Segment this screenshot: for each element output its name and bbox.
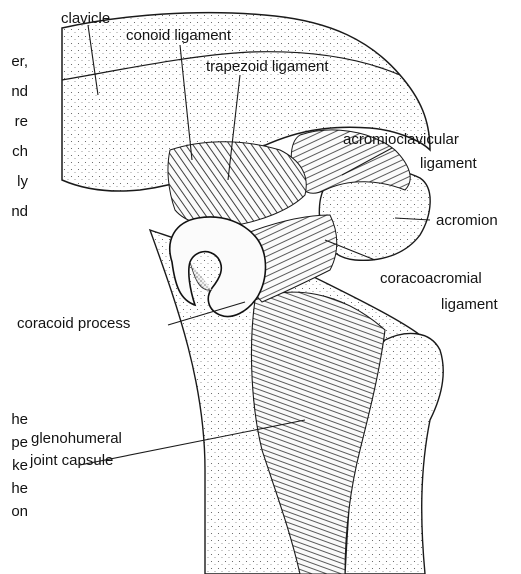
conoid-trapezoid-ligaments — [168, 142, 306, 227]
left-text-fragment-bottom: he pe ke he on — [0, 410, 28, 521]
label-clavicle: clavicle — [61, 10, 110, 27]
label-acromioclavicular-ligament: ligament — [420, 155, 477, 172]
left-text-fragment-top: er, nd re ch ly nd — [0, 52, 28, 221]
label-acromion: acromion — [436, 212, 498, 229]
label-coracoacromial: coracoacromial — [380, 270, 482, 287]
label-acromioclavicular: acromioclavicular — [343, 131, 459, 148]
label-glenohumeral: glenohumeral — [31, 430, 122, 447]
label-coracoid-process: coracoid process — [17, 315, 130, 332]
label-trapezoid-ligament: trapezoid ligament — [206, 58, 329, 75]
label-glenohumeral-joint-capsule: joint capsule — [30, 452, 113, 469]
label-conoid-ligament: conoid ligament — [126, 27, 231, 44]
label-coracoacromial-ligament: ligament — [441, 296, 498, 313]
